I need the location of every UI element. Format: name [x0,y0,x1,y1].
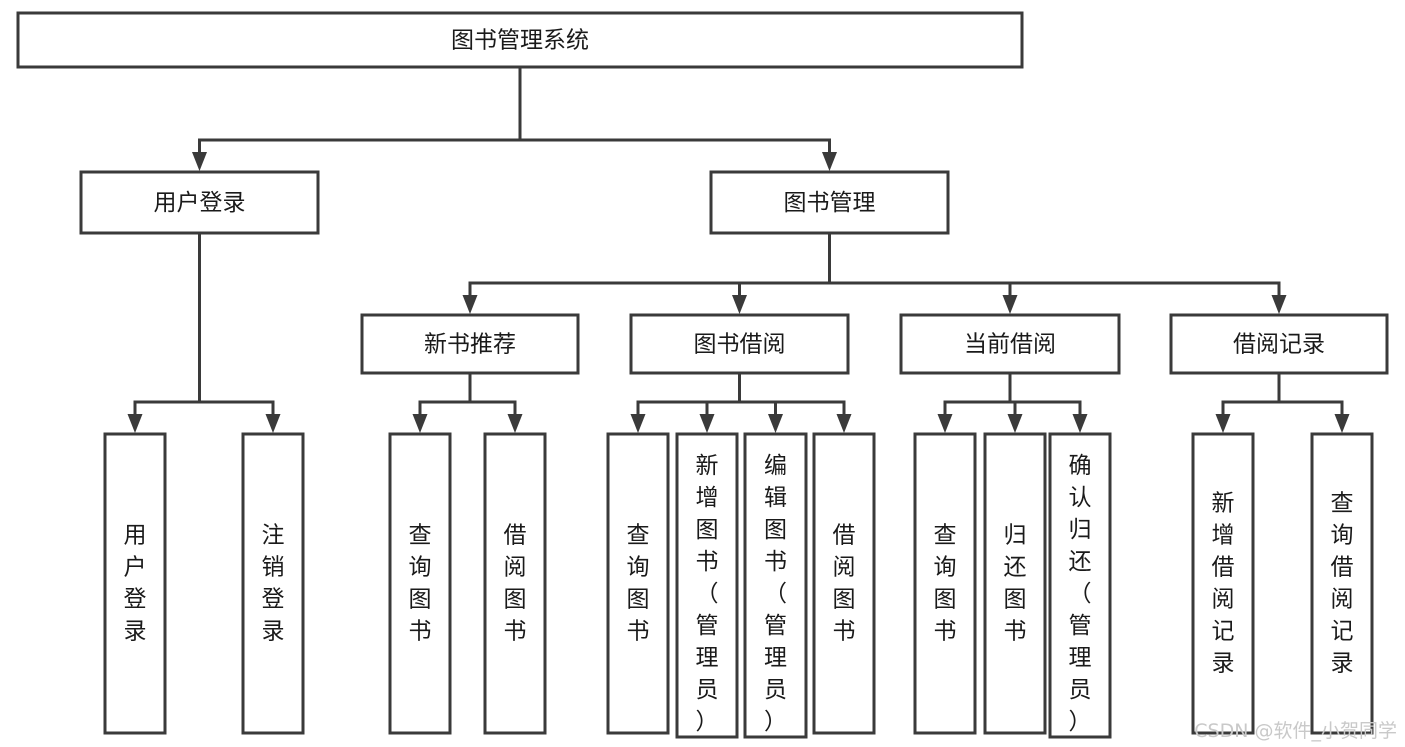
arrow-head-icon [937,414,953,433]
node-label: 图书管理 [784,190,876,216]
arrow-head-icon [412,414,428,433]
node-label: 借阅记录 [1233,332,1325,358]
node-box[interactable] [606,432,670,735]
node-box[interactable] [483,432,547,735]
arrow-head-icon [732,295,747,314]
node-leaf-add-record[interactable]: 新增借阅记录 [1191,432,1255,735]
node-box[interactable] [913,432,977,735]
arrow-head-icon [630,414,646,433]
node-box[interactable] [629,313,850,375]
node-box[interactable] [1169,313,1389,375]
node-book-manage[interactable]: 图书管理 [709,170,950,235]
node-label: 用户登录 [154,190,246,216]
node-label: 查询图书 [409,522,432,644]
node-box[interactable] [1310,432,1374,735]
node-label: 编辑图书（管理员） [764,453,787,735]
node-label: 新增借阅记录 [1212,490,1235,676]
arrow-head-icon [1334,414,1350,433]
arrow-head-icon [836,414,852,433]
node-book-borrow[interactable]: 图书借阅 [629,313,850,375]
node-current-borrow[interactable]: 当前借阅 [899,313,1121,375]
node-leaf-edit-book[interactable]: 编辑图书（管理员） [743,432,808,739]
arrow-head-icon [768,414,783,433]
node-label: 图书借阅 [694,332,786,358]
arrow-head-icon [265,414,281,433]
node-leaf-query-book-rec[interactable]: 查询图书 [388,432,452,735]
arrow-head-icon [699,414,715,433]
node-box[interactable] [388,432,452,735]
node-label: 注销登录 [262,522,285,644]
node-label: 新增图书（管理员） [696,453,719,735]
node-label: 图书管理系统 [451,28,589,54]
node-label: 归还图书 [1004,522,1027,644]
node-label: 确认归还（管理员） [1069,453,1092,735]
node-leaf-borrow-book-rec[interactable]: 借阅图书 [483,432,547,735]
node-user-login[interactable]: 用户登录 [79,170,320,235]
arrow-head-icon [507,414,523,433]
node-label: 借阅图书 [833,522,856,644]
node-box[interactable] [79,170,320,235]
node-leaf-confirm-return[interactable]: 确认归还（管理员） [1048,432,1112,739]
arrow-head-icon [1215,414,1231,433]
node-box[interactable] [360,313,580,375]
arrow-head-icon [127,414,143,433]
arrow-head-icon [1072,414,1088,433]
node-layer: 图书管理系统用户登录图书管理新书推荐图书借阅当前借阅借阅记录用户登录注销登录查询… [16,11,1389,739]
arrow-head-icon [822,152,837,171]
node-label: 查询借阅记录 [1331,490,1354,676]
node-leaf-query-book-b[interactable]: 查询图书 [606,432,670,735]
node-leaf-logout[interactable]: 注销登录 [241,432,305,735]
node-leaf-borrow-book-b[interactable]: 借阅图书 [812,432,876,735]
node-box[interactable] [16,11,1024,69]
node-leaf-query-record[interactable]: 查询借阅记录 [1310,432,1374,735]
node-box[interactable] [103,432,167,735]
arrow-head-icon [192,152,207,171]
node-leaf-user-login[interactable]: 用户登录 [103,432,167,735]
node-leaf-add-book[interactable]: 新增图书（管理员） [675,432,739,739]
node-root[interactable]: 图书管理系统 [16,11,1024,69]
node-box[interactable] [743,432,808,739]
node-new-book-rec[interactable]: 新书推荐 [360,313,580,375]
node-leaf-query-book-c[interactable]: 查询图书 [913,432,977,735]
node-box[interactable] [899,313,1121,375]
node-box[interactable] [241,432,305,735]
node-box[interactable] [1048,432,1112,739]
node-leaf-return-book[interactable]: 归还图书 [983,432,1047,735]
node-borrow-record[interactable]: 借阅记录 [1169,313,1389,375]
node-box[interactable] [709,170,950,235]
node-box[interactable] [812,432,876,735]
node-label: 当前借阅 [964,332,1056,358]
node-box[interactable] [1191,432,1255,735]
node-label: 新书推荐 [424,332,516,358]
arrow-head-icon [1007,414,1023,433]
node-label: 查询图书 [934,522,957,644]
connector-layer [127,65,1350,433]
node-box[interactable] [983,432,1047,735]
node-box[interactable] [675,432,739,739]
arrow-head-icon [1002,295,1018,314]
arrow-head-icon [462,295,478,314]
node-label: 查询图书 [627,522,650,644]
node-label: 借阅图书 [504,522,527,644]
node-label: 用户登录 [124,522,147,644]
arrow-head-icon [1271,295,1287,314]
